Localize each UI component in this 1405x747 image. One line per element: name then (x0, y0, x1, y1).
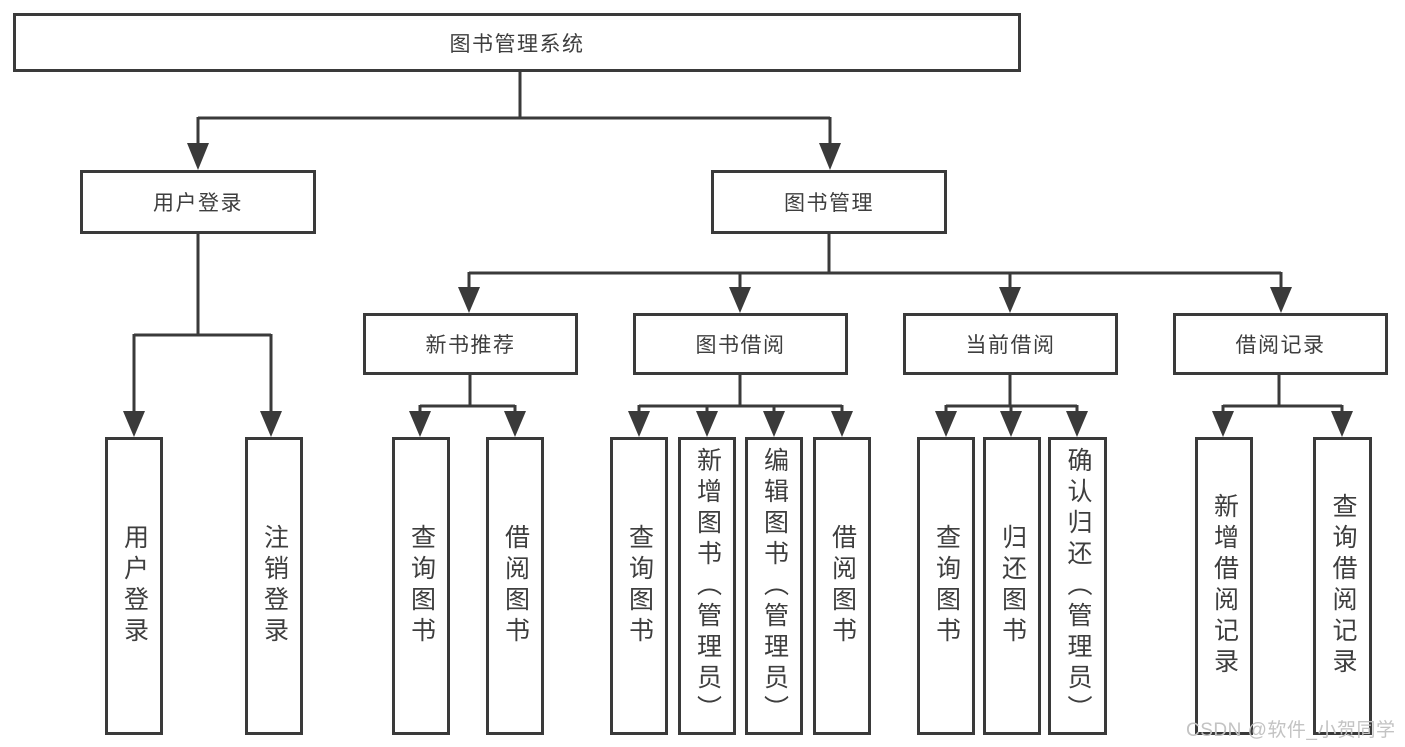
node-borrow-records-label: 借阅记录 (1235, 334, 1326, 357)
leaf-user-login-label: 用户登录 (120, 524, 149, 648)
node-book-borrow: 图书借阅 (633, 313, 848, 375)
leaf-borrow-books-label: 借阅图书 (828, 524, 857, 648)
node-new-book-recommend-label: 新书推荐 (425, 334, 516, 357)
node-new-book-recommend: 新书推荐 (363, 313, 578, 375)
node-root-label: 图书管理系统 (449, 32, 585, 56)
node-root: 图书管理系统 (13, 13, 1021, 72)
leaf-confirm-return-admin-label: 确认归还（管理员） (1064, 446, 1092, 726)
node-current-borrow: 当前借阅 (903, 313, 1118, 375)
leaf-edit-books-admin: 编辑图书（管理员） (745, 437, 803, 735)
leaf-borrow-books-recommend-label: 借阅图书 (501, 524, 530, 648)
leaf-query-borrow-record-label: 查询借阅记录 (1329, 493, 1357, 679)
leaf-add-books-admin-label: 新增图书（管理员） (693, 446, 722, 726)
leaf-borrow-books: 借阅图书 (813, 437, 871, 735)
leaf-query-books-borrow-label: 查询图书 (625, 524, 654, 648)
node-book-management-label: 图书管理 (784, 192, 874, 215)
node-user-login-label: 用户登录 (153, 192, 243, 215)
leaf-query-borrow-record: 查询借阅记录 (1313, 437, 1372, 735)
leaf-add-borrow-record-label: 新增借阅记录 (1210, 493, 1239, 679)
leaf-return-books: 归还图书 (983, 437, 1041, 735)
leaf-add-borrow-record: 新增借阅记录 (1195, 437, 1253, 735)
leaf-query-books-recommend: 查询图书 (392, 437, 450, 735)
leaf-query-books-borrow: 查询图书 (610, 437, 668, 735)
leaf-add-books-admin: 新增图书（管理员） (678, 437, 736, 735)
node-book-borrow-label: 图书借阅 (695, 334, 786, 357)
node-current-borrow-label: 当前借阅 (965, 334, 1056, 357)
leaf-user-login: 用户登录 (105, 437, 163, 735)
leaf-query-books-recommend-label: 查询图书 (407, 524, 436, 648)
leaf-logout: 注销登录 (245, 437, 303, 735)
leaf-query-books-current-label: 查询图书 (932, 524, 961, 648)
node-user-login: 用户登录 (80, 170, 316, 234)
leaf-return-books-label: 归还图书 (998, 524, 1027, 648)
leaf-confirm-return-admin: 确认归还（管理员） (1048, 437, 1107, 735)
leaf-logout-label: 注销登录 (260, 524, 289, 648)
leaf-edit-books-admin-label: 编辑图书（管理员） (760, 446, 789, 726)
leaf-borrow-books-recommend: 借阅图书 (486, 437, 544, 735)
node-borrow-records: 借阅记录 (1173, 313, 1388, 375)
node-book-management: 图书管理 (711, 170, 947, 234)
leaf-query-books-current: 查询图书 (917, 437, 975, 735)
watermark: CSDN @软件_小贺同学 (1186, 720, 1396, 741)
